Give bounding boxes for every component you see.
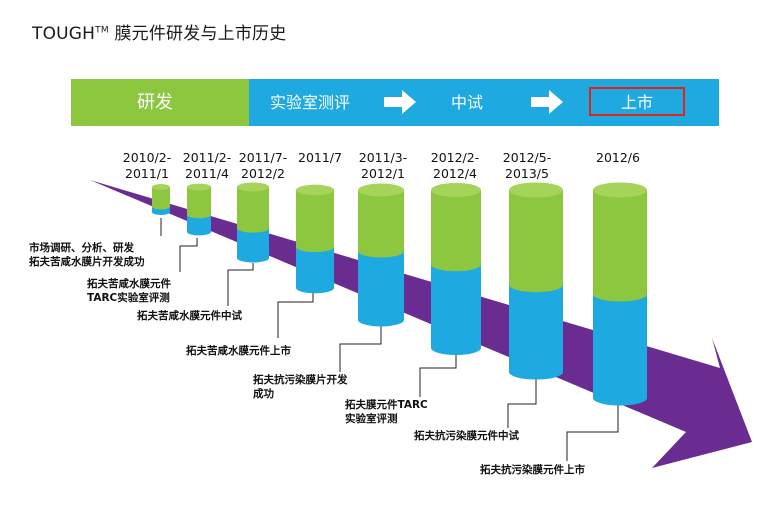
phase-market-label: 上市 xyxy=(620,93,653,112)
milestone-note: 拓夫苦咸水膜元件上市 xyxy=(186,345,291,357)
cylinder-green-segment xyxy=(431,190,481,265)
cylinder-band-edge xyxy=(509,277,563,293)
milestone-note: 市场调研、分析、研发 拓夫苦咸水膜片开发成功 xyxy=(29,242,145,268)
cylinder-top xyxy=(431,183,481,197)
cylinder-band-edge xyxy=(237,223,269,233)
leader-line xyxy=(566,401,619,461)
cylinder-band-edge xyxy=(152,203,170,210)
phase-rd-label: 研发 xyxy=(137,92,173,113)
milestone-note: 拓夫抗污染膜片开发 成功 xyxy=(253,374,348,400)
right-arrow-icon xyxy=(384,90,416,114)
cylinder-bottom xyxy=(358,313,404,327)
milestone-cylinder xyxy=(358,183,404,327)
leader-lines xyxy=(160,218,619,461)
milestone-date: 2011/7- 2012/2 xyxy=(238,150,288,181)
cylinder-bottom xyxy=(593,390,647,406)
cylinder-top xyxy=(358,183,404,197)
cylinder-top xyxy=(509,182,563,198)
cylinder-blue-segment xyxy=(187,214,211,232)
cylinder-top xyxy=(593,182,647,198)
cylinder-blue-segment xyxy=(358,251,404,320)
leader-line xyxy=(277,292,314,338)
cylinder-green-segment xyxy=(296,190,334,247)
milestone-cylinder xyxy=(187,183,211,236)
leader-line xyxy=(419,352,457,397)
phase-rd-chevron xyxy=(232,79,249,125)
cylinder-top xyxy=(187,183,211,191)
milestone-date: 2012/6 xyxy=(596,150,640,165)
phase-pilot-label: 中试 xyxy=(450,93,483,112)
cylinder-bottom xyxy=(431,341,481,355)
right-arrow-icon xyxy=(531,90,563,114)
cylinder-green-segment xyxy=(358,190,404,252)
cylinder-blue-segment xyxy=(237,228,269,258)
cylinder-blue-segment xyxy=(431,264,481,348)
cylinder-green-segment xyxy=(152,187,170,207)
market-highlight-box xyxy=(589,87,685,116)
phase-lab-eval-label: 实验室测评 xyxy=(269,93,350,112)
milestone-note: 拓夫苦咸水膜元件 TARC实验室评测 xyxy=(87,278,171,304)
milestone-date: 2011/2- 2011/4 xyxy=(182,150,232,181)
cylinder-band-edge xyxy=(296,241,334,253)
cylinder-green-segment xyxy=(509,190,563,285)
cylinder-blue-segment xyxy=(296,246,334,288)
page-title: TOUGHTM 膜元件研发与上市历史 xyxy=(32,24,287,44)
cylinders xyxy=(152,182,647,406)
cylinder-green-segment xyxy=(593,190,647,294)
milestone-date: 2012/2- 2012/4 xyxy=(430,150,480,181)
milestone-date: 2010/2- 2011/1 xyxy=(122,150,172,181)
cylinder-blue-segment xyxy=(509,284,563,372)
cylinder-bottom xyxy=(152,209,170,215)
leader-line xyxy=(179,238,198,272)
leader-line xyxy=(507,375,537,428)
milestone-note: 拓夫抗污染膜元件上市 xyxy=(480,464,585,476)
cylinder-top xyxy=(237,182,269,192)
cylinder-band-edge xyxy=(358,244,404,258)
cylinder-band-edge xyxy=(431,257,481,272)
milestone-date: 2011/7 xyxy=(298,150,342,165)
cylinder-top xyxy=(152,184,170,190)
cylinder-bottom xyxy=(187,228,211,236)
timeline-arrow xyxy=(90,180,752,468)
leader-line xyxy=(227,263,254,306)
cylinder-bottom xyxy=(237,253,269,263)
cylinder-band-edge xyxy=(593,286,647,302)
milestone-note: 拓夫抗污染膜元件中试 xyxy=(414,430,519,442)
milestone-cylinder xyxy=(237,182,269,263)
phase-rd-segment xyxy=(71,79,249,126)
milestone-cylinder xyxy=(152,184,170,215)
milestone-cylinder xyxy=(509,182,563,380)
milestone-note: 拓夫膜元件TARC 实验室评测 xyxy=(345,399,428,425)
cylinder-band-edge xyxy=(187,211,211,219)
cylinder-green-segment xyxy=(187,187,211,215)
cylinder-bottom xyxy=(509,364,563,380)
leader-line xyxy=(339,324,382,372)
cylinder-top xyxy=(296,184,334,196)
milestone-date: 2011/3- 2012/1 xyxy=(358,150,408,181)
milestone-cylinder xyxy=(593,182,647,406)
milestone-cylinder xyxy=(431,183,481,355)
cylinder-blue-segment xyxy=(593,294,647,398)
milestone-date: 2012/5- 2013/5 xyxy=(502,150,552,181)
milestone-cylinder xyxy=(296,184,334,294)
cylinder-green-segment xyxy=(237,187,269,229)
cylinder-bottom xyxy=(296,282,334,294)
milestone-note: 拓夫苦咸水膜元件中试 xyxy=(137,310,242,322)
